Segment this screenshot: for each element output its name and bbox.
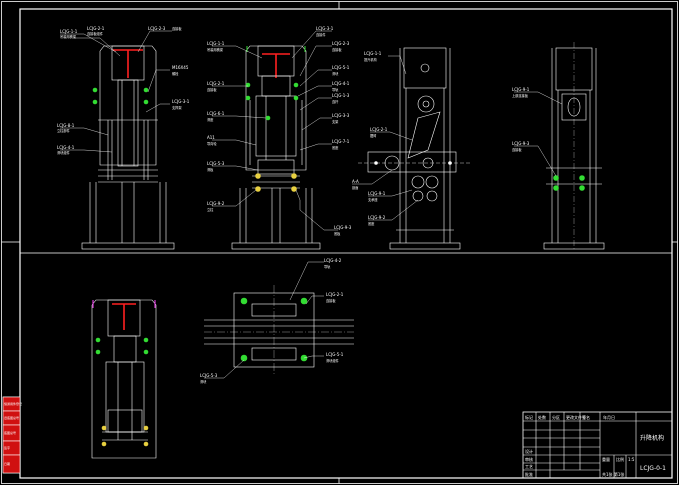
- v1-callout-4-text: 螺栓: [172, 71, 179, 76]
- v3-callout-4-text: 支承座: [368, 197, 378, 202]
- v2-callout-2-text: 连接件: [316, 32, 326, 37]
- left-registration-strip: [2, 396, 21, 474]
- v3-callout-5-code: LCJG-9-2: [368, 215, 386, 220]
- v4-callout-1-text: 上部连接板: [512, 93, 529, 98]
- v2-callout-1-code: LCJG-1-1: [207, 41, 225, 46]
- v6-callout-1-text: 导轨: [324, 264, 331, 269]
- tb-header-6: 年月日: [603, 414, 615, 420]
- strip-cell-2: 旧底图总号: [4, 415, 19, 420]
- view-side-elevation: [352, 47, 470, 250]
- v2-callout-9-code: LCJG-3-3: [332, 113, 350, 118]
- v1-callout-2-text: 连接板组件: [87, 31, 104, 36]
- v2-callout-13-text: 立柱: [207, 207, 214, 212]
- v2-callout-12-text: 滑板: [207, 167, 214, 172]
- v1-callout-1-code: LCJG-1-1: [60, 29, 78, 34]
- v3-callout-3-code: A-A: [352, 179, 359, 184]
- v2-callout-8-text: 滑座: [207, 117, 214, 122]
- strip-cell-3: 底图总号: [4, 430, 16, 435]
- v6-callout-4-text: 滑块: [200, 379, 207, 384]
- v3-callout-3-text: 剖面: [352, 185, 358, 190]
- v3-callout-4-code: LCJG-9-1: [368, 191, 386, 196]
- view-section: [212, 30, 338, 250]
- title-block: [522, 411, 673, 479]
- v2-callout-2-code: LCJG-3-1: [316, 26, 334, 31]
- v3-callout-2-text: 摆臂: [370, 133, 377, 138]
- tb-header-5: 签名: [582, 414, 590, 420]
- tb-weight-label: 重量: [602, 456, 610, 462]
- v1-callout-7-text: 滑块组件: [57, 150, 71, 155]
- v1-callout-3-code: LCJG-2-3: [148, 26, 166, 31]
- v6-callout-1-code: LCJG-4-2: [324, 258, 342, 263]
- v2-callout-11-code: LCJG-7-1: [332, 139, 350, 144]
- tb-header-3: 分区: [552, 414, 560, 420]
- v2-callout-3-code: LCJG-2-3: [332, 41, 350, 46]
- v3-callout-2-code: LCJG-2-1: [370, 127, 388, 132]
- tb-role-1: 设计: [525, 448, 533, 454]
- v2-callout-4-code: LCJG-5-1: [332, 65, 350, 70]
- v6-callout-4-code: LCJG-5-3: [200, 373, 218, 378]
- v4-callout-1-code: LCJG-9-1: [512, 87, 530, 92]
- tb-drawing-name: 升降机构: [640, 434, 664, 442]
- v2-callout-10-code: A11: [207, 135, 215, 140]
- v6-callout-3-code: LCJG-5-1: [326, 352, 344, 357]
- tb-header-2: 处数: [538, 414, 546, 420]
- v1-callout-1-text: 吊装用横梁: [60, 34, 77, 39]
- v1-callout-6-code: LCJG-8-1: [57, 123, 75, 128]
- v2-callout-10-text: 导向轮: [207, 141, 217, 146]
- tb-header-4: 更改文件号: [566, 414, 586, 420]
- v2-callout-7-code: LCJG-1-3: [332, 93, 350, 98]
- v2-callout-5-code: LCJG-2-1: [207, 81, 225, 86]
- view-plan: [204, 261, 354, 379]
- v1-callout-6-text: 立柱部件: [57, 128, 71, 133]
- strip-cell-5: 日期: [4, 461, 10, 466]
- tb-scale-value: 1:5: [628, 457, 635, 462]
- tb-header-1: 标记: [525, 414, 533, 420]
- strip-cell-4: 签字: [4, 445, 10, 450]
- v2-callout-3-text: 连接板: [332, 47, 342, 52]
- v2-callout-6-text: 导轨: [332, 87, 339, 92]
- inner-frame: [19, 8, 673, 479]
- tb-scale-label: 比例: [616, 456, 624, 462]
- v3-callout-1-code: LCJG-1-1: [364, 51, 382, 56]
- v2-callout-6-code: LCJG-4-1: [332, 81, 350, 86]
- view-bottom-detail: [91, 299, 157, 459]
- tb-sheet-label: 共1张 第1张: [602, 471, 624, 477]
- tb-role-4: 批准: [525, 471, 533, 477]
- v6-callout-2-text: 连接板: [326, 298, 336, 303]
- v4-callout-2-code: LCJG-9-3: [512, 141, 530, 146]
- v1-callout-3-text: 连接板: [172, 26, 182, 31]
- v6-callout-3-text: 滑块组件: [326, 358, 340, 363]
- v6-callout-2-code: LCJG-2-1: [326, 292, 344, 297]
- view-front-elevation: [60, 30, 175, 250]
- v4-callout-2-text: 连接板: [512, 147, 522, 152]
- v2-callout-4-text: 滑块: [332, 71, 339, 76]
- v2-callout-5-text: 连接板: [207, 87, 217, 92]
- v2-callout-13-code: LCJG-9-2: [207, 201, 225, 206]
- v2-callout-7-text: 连杆: [332, 99, 339, 104]
- v1-callout-4-code: M16X45: [172, 65, 189, 70]
- v2-callout-12-code: LCJG-5-3: [207, 161, 225, 166]
- v1-callout-7-code: LCJG-4-1: [57, 145, 75, 150]
- v3-callout-1-text: 提升机构: [364, 57, 377, 62]
- tb-role-2: 审核: [525, 456, 533, 462]
- v2-callout-14-code: LCJG-9-3: [334, 225, 352, 230]
- v2-callout-11-text: 底座: [332, 145, 339, 150]
- view-right-elevation: [514, 42, 605, 250]
- v2-callout-8-code: LCJG-6-1: [207, 111, 225, 116]
- v1-callout-2-code: LCJG-2-1: [87, 26, 105, 31]
- v1-callout-5-text: 支撑架: [172, 105, 182, 110]
- v2-callout-1-text: 吊装用横梁: [207, 47, 224, 52]
- strip-cell-1: 借通用件登记: [4, 401, 22, 406]
- v2-callout-9-text: 支架: [332, 119, 339, 124]
- v3-callout-5-text: 底座: [368, 221, 375, 226]
- v2-callout-14-text: 底板: [334, 231, 341, 236]
- v1-callout-5-code: LCJG-3-1: [172, 99, 190, 104]
- tb-drawing-number: LCJG-0-1: [640, 465, 666, 472]
- tb-role-3: 工艺: [525, 464, 533, 469]
